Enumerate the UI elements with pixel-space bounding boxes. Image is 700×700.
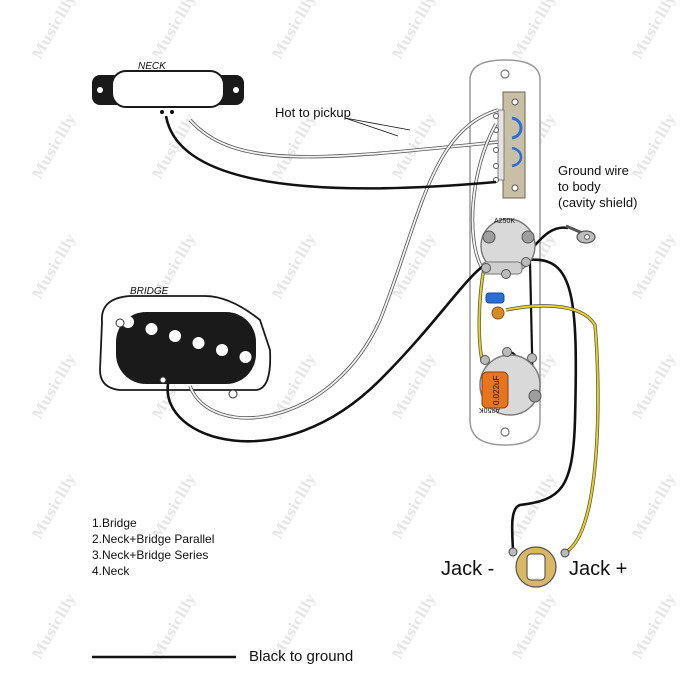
watermark-text: Musiclily [630,0,680,62]
watermark-text: Musiclily [150,591,200,662]
watermark-text: Musiclily [390,591,440,662]
watermark-text: Musiclily [30,0,80,62]
ground-wire-label: Ground wire to body (cavity shield) [558,163,637,210]
neck-pickup: NECK [92,61,244,114]
watermark-text: Musiclily [30,471,80,542]
output-jack [508,546,570,588]
watermark-text: Musiclily [510,591,560,662]
switch-positions-list: 1.Bridge 2.Neck+Bridge Parallel 3.Neck+B… [92,516,214,578]
tone-capacitor: 0.022uF [481,371,509,409]
watermark-text: Musiclily [30,351,80,422]
volume-pot: A250K [480,218,536,279]
plate-screw-top [500,69,510,79]
watermark-text: Musiclily [270,231,320,302]
watermark-text: Musiclily [630,351,680,422]
tone-pot-value: A250K [479,406,500,413]
switch-position-1: 1.Bridge [92,516,137,530]
legend-black-ground: Black to ground [92,648,353,665]
four-way-switch [493,91,526,199]
watermark-text: Musiclily [390,0,440,62]
watermark-text: Musiclily [270,111,320,182]
switch-position-3: 3.Neck+Bridge Series [92,548,208,562]
white-wire-bridge-hot [188,108,499,420]
switch-position-4: 4.Neck [92,564,130,578]
annotation-leaders [344,117,411,137]
watermark-text: Musiclily [390,111,440,182]
pole-piece [192,337,205,349]
volume-pot-value: A250K [494,218,515,225]
pole-piece [169,330,181,342]
watermark-text: Musiclily [630,231,680,302]
black-wire-neck-ground [164,115,497,190]
ground-wire-label-line1: Ground wire [558,163,629,178]
treble-bleed-capacitor [485,292,505,320]
black-wire-jack-ground [510,258,578,551]
watermark-text: Musiclily [630,591,680,662]
wires [164,108,600,554]
yellow-wire-volume-to-tone [477,267,486,361]
pole-piece [239,351,252,363]
pole-piece [122,316,134,328]
watermark-text: Musiclily [270,351,320,422]
watermark-text: Musiclily [270,471,320,542]
switch-position-2: 2.Neck+Bridge Parallel [92,532,214,546]
pole-piece [145,323,158,335]
yellow-wire-jack-hot [505,304,600,554]
cavity-ground-lug [565,224,596,244]
watermark-text: Musiclily [150,0,200,62]
watermark-text: Musiclily [630,111,680,182]
watermark-text: Musiclily [390,471,440,542]
ground-wire-label-line3: (cavity shield) [558,195,637,210]
jack-minus-label: Jack - [441,558,494,580]
white-wire-neck-hot [188,118,499,159]
watermark-text: Musiclily [630,471,680,542]
jack-plus-label: Jack + [569,558,627,580]
watermark-text: Musiclily [30,111,80,182]
hot-to-pickup-label: Hot to pickup [275,105,351,120]
pole-piece [216,344,228,356]
bridge-pole-pieces [122,316,252,363]
watermark-text: Musiclily [270,0,320,62]
watermark-text: Musiclily [30,591,80,662]
ground-wire-label-line2: to body [558,179,601,194]
bridge-pickup: BRIDGE [99,286,272,399]
legend-black-label: Black to ground [249,648,353,665]
white-wire-switch-pot [470,123,498,269]
tone-capacitor-value: 0.022uF [492,376,501,405]
bridge-pickup-label: BRIDGE [130,286,169,297]
plate-screw-bottom [500,427,510,437]
watermark-text: Musiclily [390,231,440,302]
watermark-text: Musiclily [30,231,80,302]
black-wire-bridge-ground [166,260,491,443]
neck-pickup-label: NECK [138,61,167,72]
watermark-text: Musiclily [510,0,560,62]
